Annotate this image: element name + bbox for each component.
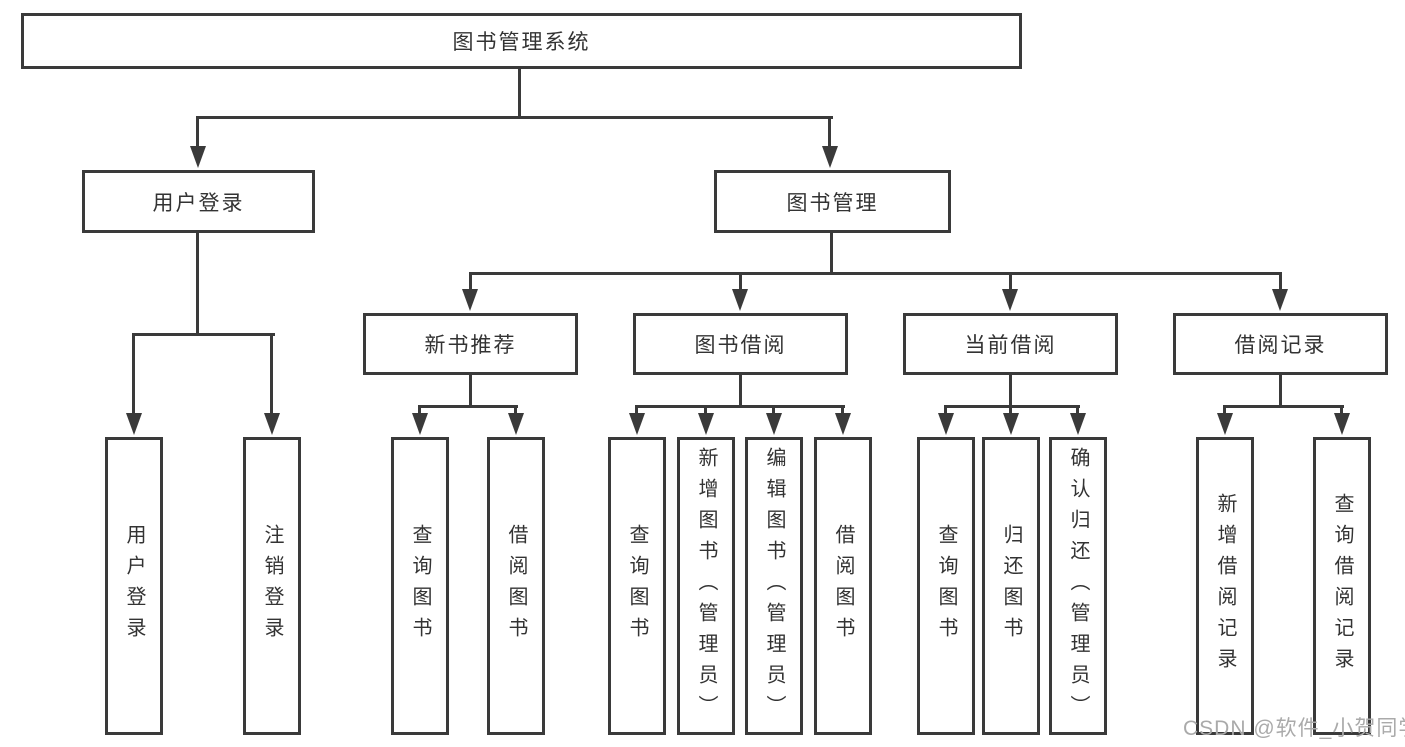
leaf-return-books-label: 归还图书 [1000, 524, 1022, 648]
connector-line [469, 375, 472, 408]
arrow-down-icon [1003, 413, 1019, 435]
arrow-down-icon [938, 413, 954, 435]
arrow-down-icon [1272, 289, 1288, 311]
leaf-add-borrow-record-label: 新增借阅记录 [1214, 493, 1236, 679]
arrow-down-icon [822, 146, 838, 168]
leaf-query-books-1-label: 查询图书 [409, 524, 431, 648]
leaf-borrow-books-2-label: 借阅图书 [832, 524, 854, 648]
leaf-query-books-1: 查询图书 [391, 437, 449, 735]
node-current-borrowing-label: 当前借阅 [964, 334, 1057, 357]
connector-line [132, 333, 275, 336]
node-current-borrowing: 当前借阅 [903, 313, 1118, 375]
leaf-confirm-return-admin: 确认归还（管理员） [1049, 437, 1107, 735]
connector-line [270, 333, 273, 413]
arrow-down-icon [1217, 413, 1233, 435]
leaf-query-books-2: 查询图书 [608, 437, 666, 735]
leaf-user-login: 用户登录 [105, 437, 163, 735]
connector-line [841, 405, 844, 417]
node-book-management-label: 图书管理 [786, 191, 879, 215]
leaf-confirm-return-admin-label: 确认归还（管理员） [1067, 446, 1089, 726]
leaf-borrow-books-1-label: 借阅图书 [505, 524, 527, 648]
arrow-down-icon [126, 413, 142, 435]
arrow-down-icon [1070, 413, 1086, 435]
leaf-return-books: 归还图书 [982, 437, 1040, 735]
arrow-down-icon [462, 289, 478, 311]
arrow-down-icon [629, 413, 645, 435]
node-root: 图书管理系统 [21, 13, 1022, 69]
connector-line [1009, 405, 1012, 417]
leaf-query-books-2-label: 查询图书 [626, 524, 648, 648]
node-book-management: 图书管理 [714, 170, 951, 233]
connector-line [132, 333, 135, 413]
leaf-query-borrow-record: 查询借阅记录 [1313, 437, 1371, 735]
connector-line [704, 405, 707, 417]
arrow-down-icon [412, 413, 428, 435]
connector-line [196, 116, 833, 119]
connector-line [828, 116, 831, 150]
connector-line [772, 405, 775, 417]
connector-line [944, 405, 947, 417]
node-root-label: 图书管理系统 [452, 31, 591, 54]
node-user-login: 用户登录 [82, 170, 315, 233]
arrow-down-icon [508, 413, 524, 435]
leaf-query-books-3-label: 查询图书 [935, 524, 957, 648]
leaf-add-books-admin-label: 新增图书（管理员） [695, 446, 717, 726]
arrow-down-icon [766, 413, 782, 435]
leaf-user-login-label: 用户登录 [123, 524, 145, 648]
leaf-logout: 注销登录 [243, 437, 301, 735]
arrow-down-icon [835, 413, 851, 435]
connector-line [1009, 272, 1012, 292]
connector-line [830, 233, 833, 275]
connector-line [514, 405, 517, 417]
leaf-query-books-3: 查询图书 [917, 437, 975, 735]
connector-line [418, 405, 421, 417]
arrow-down-icon [698, 413, 714, 435]
connector-line [196, 233, 199, 336]
connector-line [635, 405, 845, 408]
connector-line [1279, 375, 1282, 408]
arrow-down-icon [732, 289, 748, 311]
leaf-logout-label: 注销登录 [261, 524, 283, 648]
connector-line [418, 405, 518, 408]
node-borrow-records-label: 借阅记录 [1234, 334, 1327, 357]
arrow-down-icon [1002, 289, 1018, 311]
csdn-watermark: CSDN @软件_小贺同学 [1183, 717, 1405, 740]
leaf-edit-books-admin: 编辑图书（管理员） [745, 437, 803, 735]
connector-line [1223, 405, 1344, 408]
connector-line [1009, 375, 1012, 408]
leaf-borrow-books-1: 借阅图书 [487, 437, 545, 735]
connector-line [1340, 405, 1343, 417]
leaf-add-books-admin: 新增图书（管理员） [677, 437, 735, 735]
node-user-login-label: 用户登录 [152, 191, 245, 215]
connector-line [739, 272, 742, 292]
node-borrow-records: 借阅记录 [1173, 313, 1388, 375]
connector-line [518, 69, 521, 119]
node-new-book-recommend: 新书推荐 [363, 313, 578, 375]
node-book-borrowing-label: 图书借阅 [694, 334, 787, 357]
connector-line [1279, 272, 1282, 292]
connector-line [196, 116, 199, 150]
leaf-add-borrow-record: 新增借阅记录 [1196, 437, 1254, 735]
connector-line [739, 375, 742, 408]
node-book-borrowing: 图书借阅 [633, 313, 848, 375]
connector-line [1076, 405, 1079, 417]
connector-line [469, 272, 1281, 275]
arrow-down-icon [1334, 413, 1350, 435]
leaf-edit-books-admin-label: 编辑图书（管理员） [763, 446, 785, 726]
leaf-query-borrow-record-label: 查询借阅记录 [1331, 493, 1353, 679]
connector-line [944, 405, 1080, 408]
connector-line [1223, 405, 1226, 417]
arrow-down-icon [264, 413, 280, 435]
arrow-down-icon [190, 146, 206, 168]
connector-line [635, 405, 638, 417]
connector-line [469, 272, 472, 292]
node-new-book-recommend-label: 新书推荐 [424, 334, 517, 357]
leaf-borrow-books-2: 借阅图书 [814, 437, 872, 735]
